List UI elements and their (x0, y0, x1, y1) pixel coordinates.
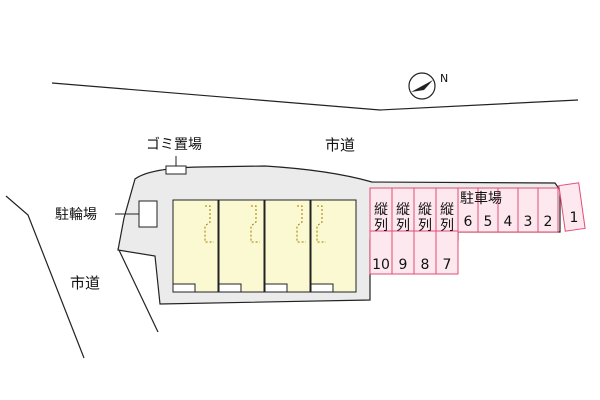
label-garbage: ゴミ置場 (146, 136, 202, 153)
label-parking: 駐車場 (460, 190, 502, 207)
parking-slot-number: 8 (421, 257, 430, 273)
road-edge-left (5, 195, 85, 359)
garbage-area (165, 165, 187, 175)
parking-row-area (457, 187, 559, 233)
building-unit (172, 199, 219, 293)
entrance-step (264, 283, 288, 293)
parking-slot-1 (558, 182, 586, 232)
vertical-row-label-char: 縦 (374, 202, 388, 218)
vertical-row-label-char: 列 (374, 218, 388, 234)
parking-slot-number: 9 (399, 257, 408, 273)
vertical-row-label-char: 列 (396, 218, 410, 234)
parking-slot-number: 3 (524, 214, 533, 230)
parking-slot-number: 6 (464, 214, 473, 230)
building (172, 199, 357, 293)
stair-outline (204, 205, 214, 243)
vertical-row-label-char: 列 (440, 218, 454, 234)
parking-slot-number: 2 (544, 214, 553, 230)
label-bicycle: 駐輪場 (55, 206, 97, 223)
vertical-row-label-char: 縦 (396, 202, 410, 218)
label-road-top: 市道 (325, 136, 355, 154)
label-road-left: 市道 (70, 274, 100, 292)
stair-outline (316, 205, 326, 243)
building-unit (264, 199, 311, 293)
parking-row-block (457, 187, 559, 233)
entrance-step (310, 283, 334, 293)
stair-outline (296, 205, 306, 243)
parking-slot-number: 1 (570, 210, 579, 226)
entrance-step (172, 283, 196, 293)
parking-slot-number: 4 (504, 214, 513, 230)
vertical-row-label-char: 列 (418, 218, 432, 234)
north-label: N (440, 72, 448, 85)
vertical-row-label-char: 縦 (418, 202, 432, 218)
building-unit (218, 199, 265, 293)
parking-vertical-block (369, 187, 459, 275)
north-arrow-needle (411, 80, 433, 92)
parking-slot-number: 5 (484, 214, 493, 230)
parking-slot-number: 7 (443, 257, 452, 273)
north-arrow: N (408, 72, 448, 100)
road-edge-top (51, 82, 579, 111)
bicycle-area (138, 200, 158, 228)
entrance-step (218, 283, 242, 293)
road-edge-left-inner (117, 247, 159, 333)
vertical-row-label-char: 縦 (440, 202, 454, 218)
parking-slot-number: 10 (372, 257, 390, 273)
building-unit (310, 199, 357, 293)
stair-outline (250, 205, 260, 243)
